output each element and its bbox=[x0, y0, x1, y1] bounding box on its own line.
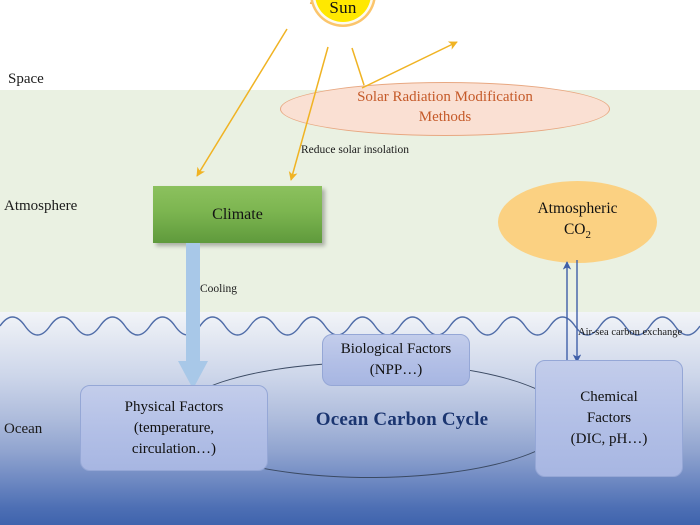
solar-radiation-modification-ellipse bbox=[280, 82, 610, 136]
physical-factors-label: Physical Factors (temperature, circulati… bbox=[125, 397, 224, 460]
cooling-arrow-icon bbox=[178, 243, 208, 389]
sun-icon bbox=[309, 0, 376, 27]
physical-line-3: circulation…) bbox=[131, 440, 217, 457]
chemical-line-2: Factors bbox=[586, 410, 632, 426]
chemical-factors-box: Chemical Factors (DIC, pH…) bbox=[535, 360, 683, 477]
sea-surface-wave-icon bbox=[0, 316, 700, 336]
air-sea-carbon-exchange-label: Air-sea carbon exchange bbox=[578, 327, 683, 338]
climate-label: Climate bbox=[212, 205, 263, 223]
physical-line-1: Physical Factors bbox=[124, 398, 224, 415]
chemical-line-3: (DIC, pH…) bbox=[570, 431, 648, 447]
co2-formula-sub: 2 bbox=[585, 229, 592, 242]
co2-formula-main: CO bbox=[563, 220, 586, 238]
ocean-carbon-cycle-title: Ocean Carbon Cycle bbox=[315, 409, 489, 430]
sun-label: Sun bbox=[329, 0, 357, 17]
zone-label-ocean: Ocean bbox=[4, 421, 43, 437]
atmospheric-co2-label: Atmospheric CO2 bbox=[537, 198, 617, 246]
co2-line-1: Atmospheric bbox=[537, 199, 618, 217]
srm-line-2: Methods bbox=[418, 109, 472, 125]
solar-radiation-modification-label: Solar Radiation Modification Methods bbox=[288, 87, 602, 127]
co2-formula: CO2 bbox=[563, 220, 592, 242]
zone-label-space: Space bbox=[8, 71, 44, 87]
biological-line-1: Biological Factors bbox=[340, 341, 452, 357]
atmospheric-co2-ellipse: Atmospheric CO2 bbox=[498, 181, 657, 263]
air-sea-exchange-arrows bbox=[562, 260, 582, 364]
chemical-line-1: Chemical bbox=[580, 389, 638, 405]
reduce-solar-insolation-label: Reduce solar insolation bbox=[301, 144, 409, 156]
biological-factors-box: Biological Factors (NPP…) bbox=[322, 334, 470, 386]
physical-factors-box: Physical Factors (temperature, circulati… bbox=[80, 385, 268, 471]
biological-factors-label: Biological Factors (NPP…) bbox=[341, 339, 451, 381]
cooling-label: Cooling bbox=[200, 283, 238, 295]
chemical-factors-label: Chemical Factors (DIC, pH…) bbox=[571, 387, 648, 450]
srm-line-1: Solar Radiation Modification bbox=[357, 89, 533, 105]
climate-box: Climate bbox=[153, 186, 322, 243]
zone-label-atmosphere: Atmosphere bbox=[4, 198, 78, 214]
physical-line-2: (temperature, bbox=[133, 419, 215, 436]
biological-line-2: (NPP…) bbox=[369, 362, 423, 378]
